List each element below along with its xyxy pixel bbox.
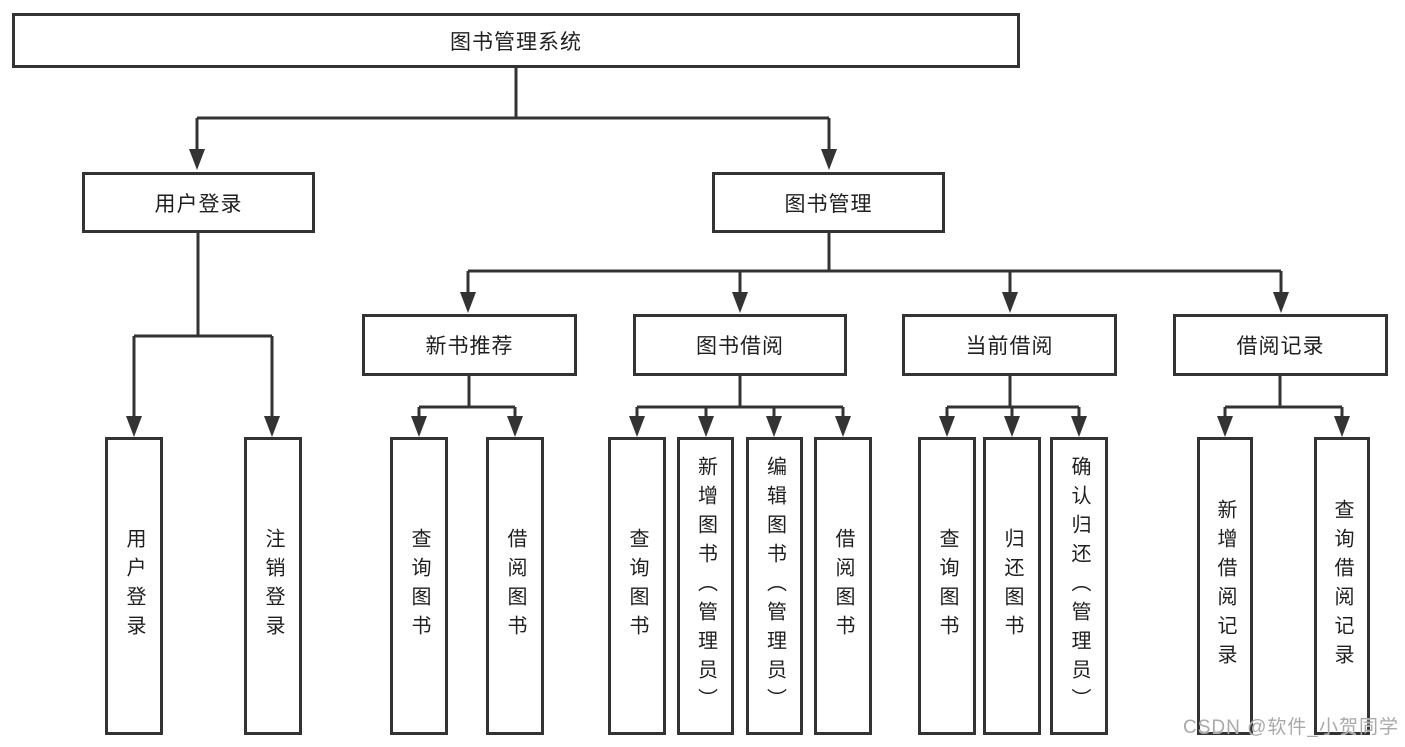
node-book-management: 图书管理 — [712, 172, 945, 233]
leaf-logout-login-label: 注销登录 — [262, 528, 284, 644]
leaf-edit-book-admin: 编辑图书（管理员） — [746, 437, 803, 735]
connector-book-borrow-split — [635, 376, 845, 420]
arrowhead — [460, 292, 476, 313]
arrowhead — [1273, 292, 1289, 313]
leaf-return-book-label: 归还图书 — [1001, 528, 1023, 644]
leaf-confirm-return-admin-label: 确认归还（管理员） — [1068, 455, 1090, 717]
leaf-query-book-recommend-label: 查询图书 — [408, 528, 430, 644]
leaf-add-borrow-record: 新增借阅记录 — [1197, 437, 1253, 735]
arrowhead — [1004, 416, 1020, 437]
leaf-user-login: 用户登录 — [105, 437, 163, 735]
arrowhead — [1071, 416, 1087, 437]
arrowhead — [835, 416, 851, 437]
leaf-return-book: 归还图书 — [983, 437, 1041, 735]
arrowhead — [939, 416, 955, 437]
connector-current-borrow-split — [945, 376, 1081, 420]
leaf-add-book-admin-label: 新增图书（管理员） — [694, 455, 717, 717]
arrowhead — [821, 149, 837, 170]
leaf-borrow-book: 借阅图书 — [814, 437, 872, 735]
arrowhead — [732, 292, 748, 313]
node-root: 图书管理系统 — [12, 13, 1020, 68]
node-new-book-recommend-label: 新书推荐 — [425, 335, 514, 358]
leaf-add-borrow-record-label: 新增借阅记录 — [1214, 499, 1236, 673]
node-user-login-label: 用户登录 — [154, 192, 243, 216]
arrowhead — [507, 416, 523, 437]
csdn-watermark: CSDN @软件_小贺同学 — [1183, 717, 1399, 738]
leaf-query-book-borrow-label: 查询图书 — [626, 528, 648, 644]
leaf-query-book-recommend: 查询图书 — [390, 437, 448, 735]
node-root-label: 图书管理系统 — [450, 30, 582, 54]
arrowhead — [1334, 416, 1350, 437]
leaf-logout-login: 注销登录 — [244, 437, 302, 735]
arrowhead — [1217, 416, 1233, 437]
leaf-borrow-book-label: 借阅图书 — [832, 528, 854, 644]
leaf-confirm-return-admin: 确认归还（管理员） — [1050, 437, 1108, 735]
connector-new-book-split — [417, 376, 517, 420]
arrowhead — [189, 149, 205, 170]
arrowhead — [698, 416, 714, 437]
connector-book-mgmt-split — [466, 233, 1283, 296]
leaf-query-borrow-record: 查询借阅记录 — [1314, 437, 1370, 735]
connector-borrow-record-split — [1223, 376, 1344, 420]
arrowhead — [1002, 292, 1018, 313]
leaf-query-book-current: 查询图书 — [918, 437, 976, 735]
leaf-add-book-admin: 新增图书（管理员） — [677, 437, 734, 735]
arrowhead — [126, 416, 142, 437]
node-book-management-label: 图书管理 — [784, 192, 873, 216]
arrowhead — [766, 416, 782, 437]
node-current-borrow-label: 当前借阅 — [965, 335, 1054, 358]
node-new-book-recommend: 新书推荐 — [362, 314, 577, 376]
arrowhead — [411, 416, 427, 437]
node-current-borrow: 当前借阅 — [902, 314, 1117, 376]
leaf-user-login-label: 用户登录 — [123, 528, 145, 644]
node-user-login: 用户登录 — [82, 172, 315, 233]
leaf-borrow-book-recommend-label: 借阅图书 — [504, 528, 526, 644]
arrowhead — [264, 416, 280, 437]
node-borrow-record: 借阅记录 — [1173, 314, 1388, 376]
leaf-query-book-current-label: 查询图书 — [936, 528, 958, 644]
leaf-edit-book-admin-label: 编辑图书（管理员） — [763, 455, 786, 717]
connector-root-split — [195, 68, 831, 152]
leaf-query-book-borrow: 查询图书 — [608, 437, 666, 735]
node-book-borrow-label: 图书借阅 — [696, 335, 784, 358]
leaf-query-borrow-record-label: 查询借阅记录 — [1331, 499, 1353, 673]
leaf-borrow-book-recommend: 借阅图书 — [486, 437, 544, 735]
node-book-borrow: 图书借阅 — [633, 314, 847, 376]
connector-user-login-split — [132, 233, 274, 420]
arrowhead — [629, 416, 645, 437]
node-borrow-record-label: 借阅记录 — [1236, 335, 1325, 358]
